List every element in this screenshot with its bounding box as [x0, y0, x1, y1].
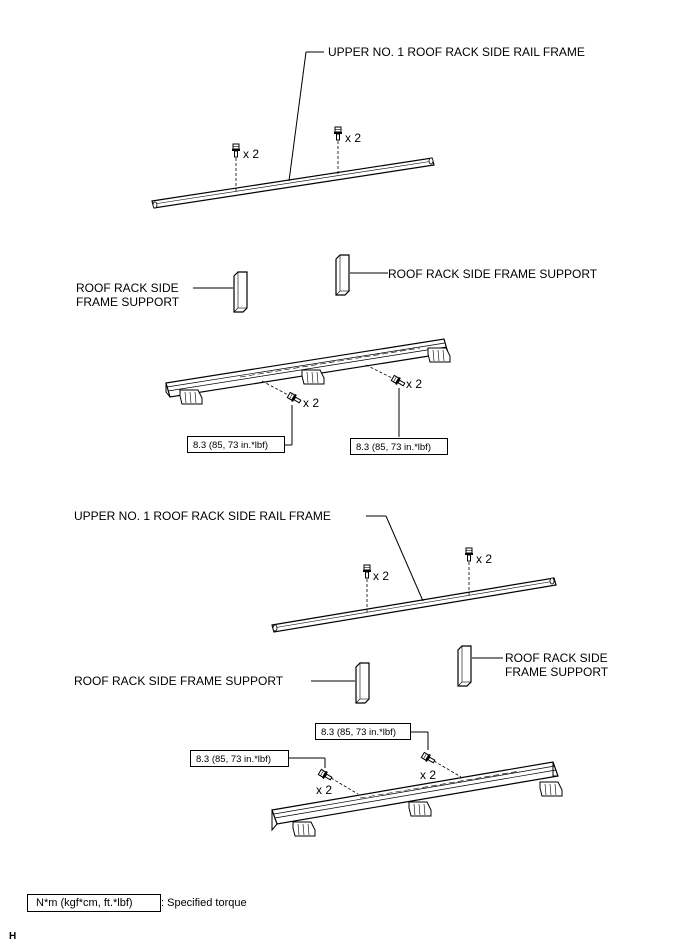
- bottom-torque-box-2: 8.3 (85, 73 in.*lbf): [315, 723, 411, 740]
- top-bolt-4-axis: [365, 364, 395, 380]
- bottom-bolt-qty-2: x 2: [476, 552, 493, 566]
- top-support-right-label: ROOF RACK SIDE FRAME SUPPORT: [388, 267, 598, 281]
- torque-unit-description: : Specified torque: [161, 897, 247, 909]
- bottom-bolt-3-axis: [330, 777, 359, 795]
- bottom-bolt-qty-1: x 2: [373, 569, 390, 583]
- top-support-left: [233, 271, 248, 313]
- bottom-support-left: [355, 662, 370, 704]
- top-bolt-qty-4: x 2: [406, 377, 423, 391]
- top-rail-label: UPPER NO. 1 ROOF RACK SIDE RAIL FRAME: [328, 45, 585, 59]
- top-support-left-label: ROOF RACK SIDE FRAME SUPPORT: [76, 281, 180, 309]
- top-bolt-4: [390, 374, 407, 389]
- bottom-lower-foot-3: [539, 781, 563, 797]
- bottom-bolt-1: [362, 564, 372, 579]
- top-bolt-2: [333, 126, 343, 141]
- bottom-rail-label: UPPER NO. 1 ROOF RACK SIDE RAIL FRAME: [74, 509, 331, 523]
- bottom-support-right-label: ROOF RACK SIDE FRAME SUPPORT: [505, 651, 609, 679]
- bottom-bolt-qty-4: x 2: [420, 768, 437, 782]
- bottom-lower-foot-2: [408, 801, 432, 817]
- top-rail-frame: [151, 157, 435, 209]
- top-lower-foot-1: [179, 389, 203, 405]
- torque-unit-box: N*m (kgf*cm, ft.*lbf): [27, 894, 161, 912]
- bottom-bolt-3: [317, 768, 334, 783]
- bottom-torque-box-1: 8.3 (85, 73 in.*lbf): [190, 750, 289, 767]
- top-torque-box-1: 8.3 (85, 73 in.*lbf): [187, 436, 285, 453]
- top-bolt-qty-1: x 2: [243, 147, 260, 161]
- bottom-bolt-2: [464, 547, 474, 562]
- top-lower-foot-3: [427, 347, 451, 363]
- top-bolt-1: [231, 143, 241, 158]
- top-bolt-3-axis: [261, 380, 291, 397]
- bottom-support-right: [457, 645, 472, 687]
- bottom-rail-leader-diag: [385, 515, 424, 602]
- bottom-bolt-4: [420, 751, 437, 766]
- bottom-bolt-qty-3: x 2: [316, 783, 333, 797]
- bottom-lower-rail-assembly: [271, 761, 559, 832]
- top-bolt-3: [286, 391, 303, 406]
- bottom-rail-frame: [271, 577, 557, 633]
- top-support-right: [335, 254, 350, 296]
- bottom-lower-foot-1: [292, 821, 316, 837]
- figure-code: H: [9, 931, 17, 942]
- bottom-bolt-4-axis: [433, 760, 462, 778]
- top-bolt-qty-3: x 2: [303, 396, 320, 410]
- top-torque-box-2: 8.3 (85, 73 in.*lbf): [350, 438, 448, 455]
- top-rail-leader-diag: [288, 51, 307, 182]
- top-lower-foot-2: [301, 369, 325, 385]
- top-bolt-qty-2: x 2: [345, 131, 362, 145]
- bottom-support-left-label: ROOF RACK SIDE FRAME SUPPORT: [74, 674, 284, 688]
